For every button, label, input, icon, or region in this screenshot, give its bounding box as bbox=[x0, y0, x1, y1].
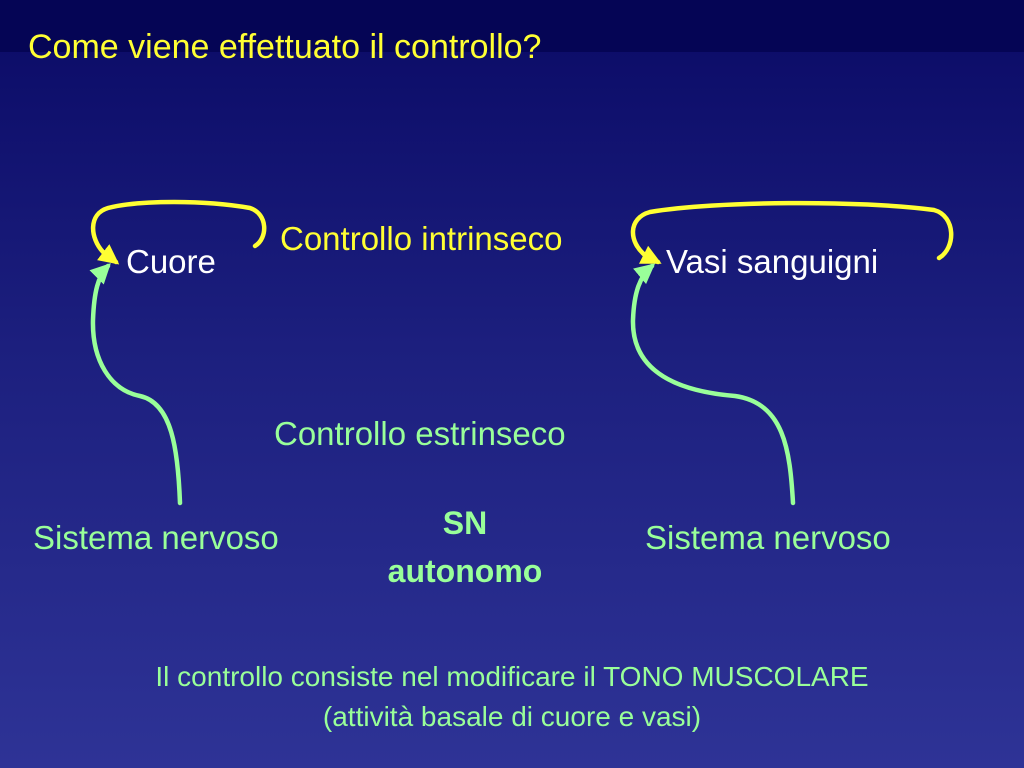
caption-line2: (attività basale di cuore e vasi) bbox=[322, 701, 702, 732]
extrinsic-arrow-heart bbox=[89, 263, 183, 506]
label-sn-line1: SN bbox=[442, 505, 488, 541]
label-sn-line2: autonomo bbox=[387, 553, 543, 589]
node-vessels: Vasi sanguigni bbox=[666, 243, 879, 280]
node-nervous-system-right: Sistema nervoso bbox=[645, 519, 891, 556]
label-intrinsic-control: Controllo intrinseco bbox=[280, 220, 563, 257]
extrinsic-arrow-vessels bbox=[630, 263, 796, 506]
slide-title: Come viene effettuato il controllo? bbox=[28, 28, 542, 66]
node-nervous-system-left: Sistema nervoso bbox=[33, 519, 279, 556]
caption-line1: Il controllo consiste nel modificare il … bbox=[155, 661, 869, 692]
label-extrinsic-control: Controllo estrinseco bbox=[274, 415, 566, 452]
node-heart: Cuore bbox=[126, 243, 216, 280]
title-band bbox=[0, 0, 1024, 52]
intrinsic-loop-arrow-vessels bbox=[630, 200, 954, 265]
intrinsic-loop-arrow-heart bbox=[90, 199, 267, 265]
